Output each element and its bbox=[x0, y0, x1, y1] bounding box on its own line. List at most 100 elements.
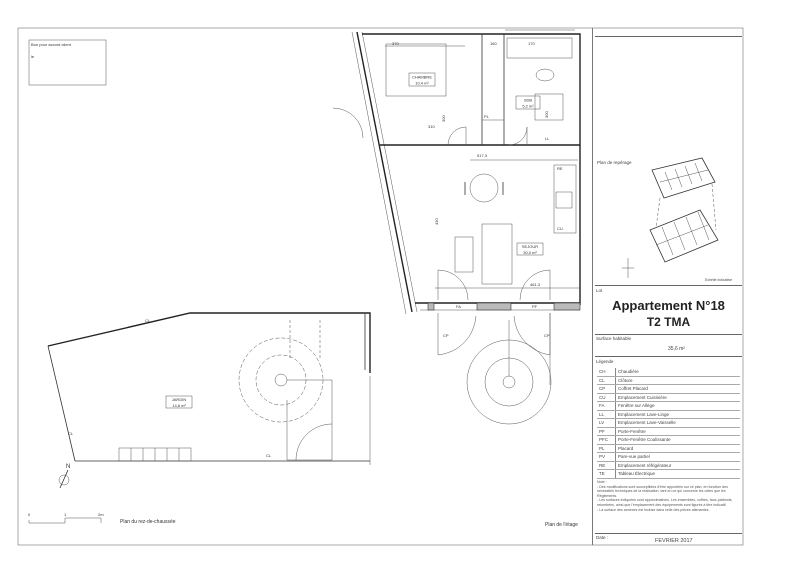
title-block-panel: Plan de repérage Echelle indicative Lot … bbox=[592, 28, 744, 545]
svg-text:CL: CL bbox=[145, 318, 151, 323]
scale-bar: 0 1 2m bbox=[28, 512, 104, 524]
legend-description: Fenêtre sur Allège bbox=[615, 401, 740, 411]
svg-text:RE: RE bbox=[557, 166, 563, 171]
svg-text:PL: PL bbox=[484, 114, 490, 119]
note-line: - La surface des annexes est incluse dan… bbox=[597, 507, 710, 512]
legend-code: CH bbox=[597, 368, 616, 377]
upper-floor-plan bbox=[332, 29, 581, 425]
legend-code: PFC bbox=[597, 435, 616, 445]
svg-text:1: 1 bbox=[64, 512, 67, 517]
surface-label: Surface habitable bbox=[596, 336, 632, 341]
legend-description: Porte-Fenêtre Coulissante bbox=[615, 435, 740, 445]
legend-code: PV bbox=[597, 452, 616, 462]
location-plan-label: Plan de repérage bbox=[597, 160, 632, 165]
svg-text:CHAMBRE: CHAMBRE bbox=[412, 75, 432, 80]
legend-code: LV bbox=[597, 418, 616, 428]
note-line: - Des modifications sont susceptibles d'… bbox=[597, 484, 728, 498]
svg-text:160: 160 bbox=[490, 41, 497, 46]
room-label-sdb: SDB 5,2 m² bbox=[515, 95, 541, 110]
svg-text:FA: FA bbox=[456, 304, 461, 309]
svg-text:SDB: SDB bbox=[524, 98, 533, 103]
svg-text:2m: 2m bbox=[98, 512, 104, 517]
svg-text:14,8 m²: 14,8 m² bbox=[172, 403, 186, 408]
client-approval-title: Bon pour accord client bbox=[31, 42, 72, 47]
svg-text:300: 300 bbox=[441, 115, 446, 122]
upper-floor-plan-label: Plan de l'étage bbox=[545, 522, 578, 528]
legend-description: Emplacement réfrigérateur bbox=[615, 461, 740, 470]
legend-label: Légende bbox=[596, 359, 614, 364]
svg-text:30,0 m²: 30,0 m² bbox=[523, 250, 537, 255]
lot-label: Lot bbox=[596, 288, 603, 293]
legend-code: CP bbox=[597, 384, 616, 394]
svg-text:CL: CL bbox=[68, 431, 74, 436]
svg-text:170: 170 bbox=[528, 41, 535, 46]
svg-text:CU: CU bbox=[557, 226, 563, 231]
legend-description: Porte-Fenêtre bbox=[615, 427, 740, 436]
apartment-title: Appartement N°18 bbox=[612, 298, 725, 313]
ground-floor-plan-label: Plan du rez-de-chaussée bbox=[120, 519, 176, 525]
svg-text:0: 0 bbox=[28, 512, 31, 517]
legend-code: RE bbox=[597, 461, 616, 470]
legend-description: Emplacement Lave-Vaisselle bbox=[615, 418, 740, 428]
dimension-labels: 370 170 160 517,3 430 461,3 300 300 310 bbox=[392, 41, 549, 287]
legend-code: TE bbox=[597, 469, 616, 479]
svg-text:CL: CL bbox=[266, 453, 272, 458]
surface-value: 35,6 m² bbox=[668, 346, 685, 352]
svg-text:310: 310 bbox=[428, 124, 435, 129]
svg-text:370: 370 bbox=[392, 41, 399, 46]
notes: Note : - Des modifications sont suscepti… bbox=[597, 480, 742, 512]
apartment-type: T2 TMA bbox=[646, 315, 691, 329]
legend-code: PF bbox=[597, 427, 616, 436]
location-plan-note: Echelle indicative bbox=[705, 278, 733, 282]
room-label-sejour: SEJOUR 30,0 m² bbox=[516, 242, 544, 256]
svg-text:JARDIN: JARDIN bbox=[172, 397, 187, 402]
date-label: Date : bbox=[596, 535, 609, 540]
north-arrow-icon: N bbox=[58, 464, 70, 489]
legend-code: LL bbox=[597, 410, 616, 419]
svg-text:CP: CP bbox=[544, 333, 550, 338]
note-line: - Les surfaces indiquées sont approximat… bbox=[597, 498, 733, 507]
svg-text:PF: PF bbox=[532, 304, 538, 309]
plan-codes: FA PF CP CP PL RE CU LL CL CL CL bbox=[68, 114, 563, 458]
svg-text:5,2 m²: 5,2 m² bbox=[522, 104, 534, 109]
legend-description: Chaudière bbox=[615, 368, 740, 377]
legend-description: Placard bbox=[615, 444, 740, 453]
svg-text:SEJOUR: SEJOUR bbox=[522, 244, 538, 249]
client-approval-date: le bbox=[31, 54, 35, 59]
legend-description: Clôture bbox=[615, 376, 740, 385]
sheet-frame bbox=[17, 27, 744, 546]
svg-text:N: N bbox=[66, 464, 70, 470]
svg-text:517,3: 517,3 bbox=[477, 153, 488, 158]
legend-description: Coffret Placard bbox=[615, 384, 740, 394]
svg-text:CP: CP bbox=[443, 333, 449, 338]
legend-code: FA bbox=[597, 401, 616, 411]
room-label-jardin: JARDIN 14,8 m² bbox=[165, 395, 193, 409]
legend-code: CL bbox=[597, 376, 616, 385]
legend-description: Pare-vue partiel bbox=[615, 452, 740, 462]
ground-floor-plan bbox=[47, 312, 371, 465]
room-label-chambre: CHAMBRE 10,4 m² bbox=[408, 72, 436, 87]
svg-text:461,3: 461,3 bbox=[530, 282, 541, 287]
svg-text:LL: LL bbox=[545, 136, 550, 141]
location-plan-sketch bbox=[622, 157, 719, 278]
notes-label: Note : bbox=[597, 480, 607, 484]
svg-text:10,4 m²: 10,4 m² bbox=[415, 81, 429, 86]
legend-code: PL bbox=[597, 444, 616, 453]
date-value: FEVRIER 2017 bbox=[655, 538, 693, 544]
legend-description: Emplacement Cuisinière bbox=[615, 393, 740, 402]
svg-text:430: 430 bbox=[434, 218, 439, 225]
